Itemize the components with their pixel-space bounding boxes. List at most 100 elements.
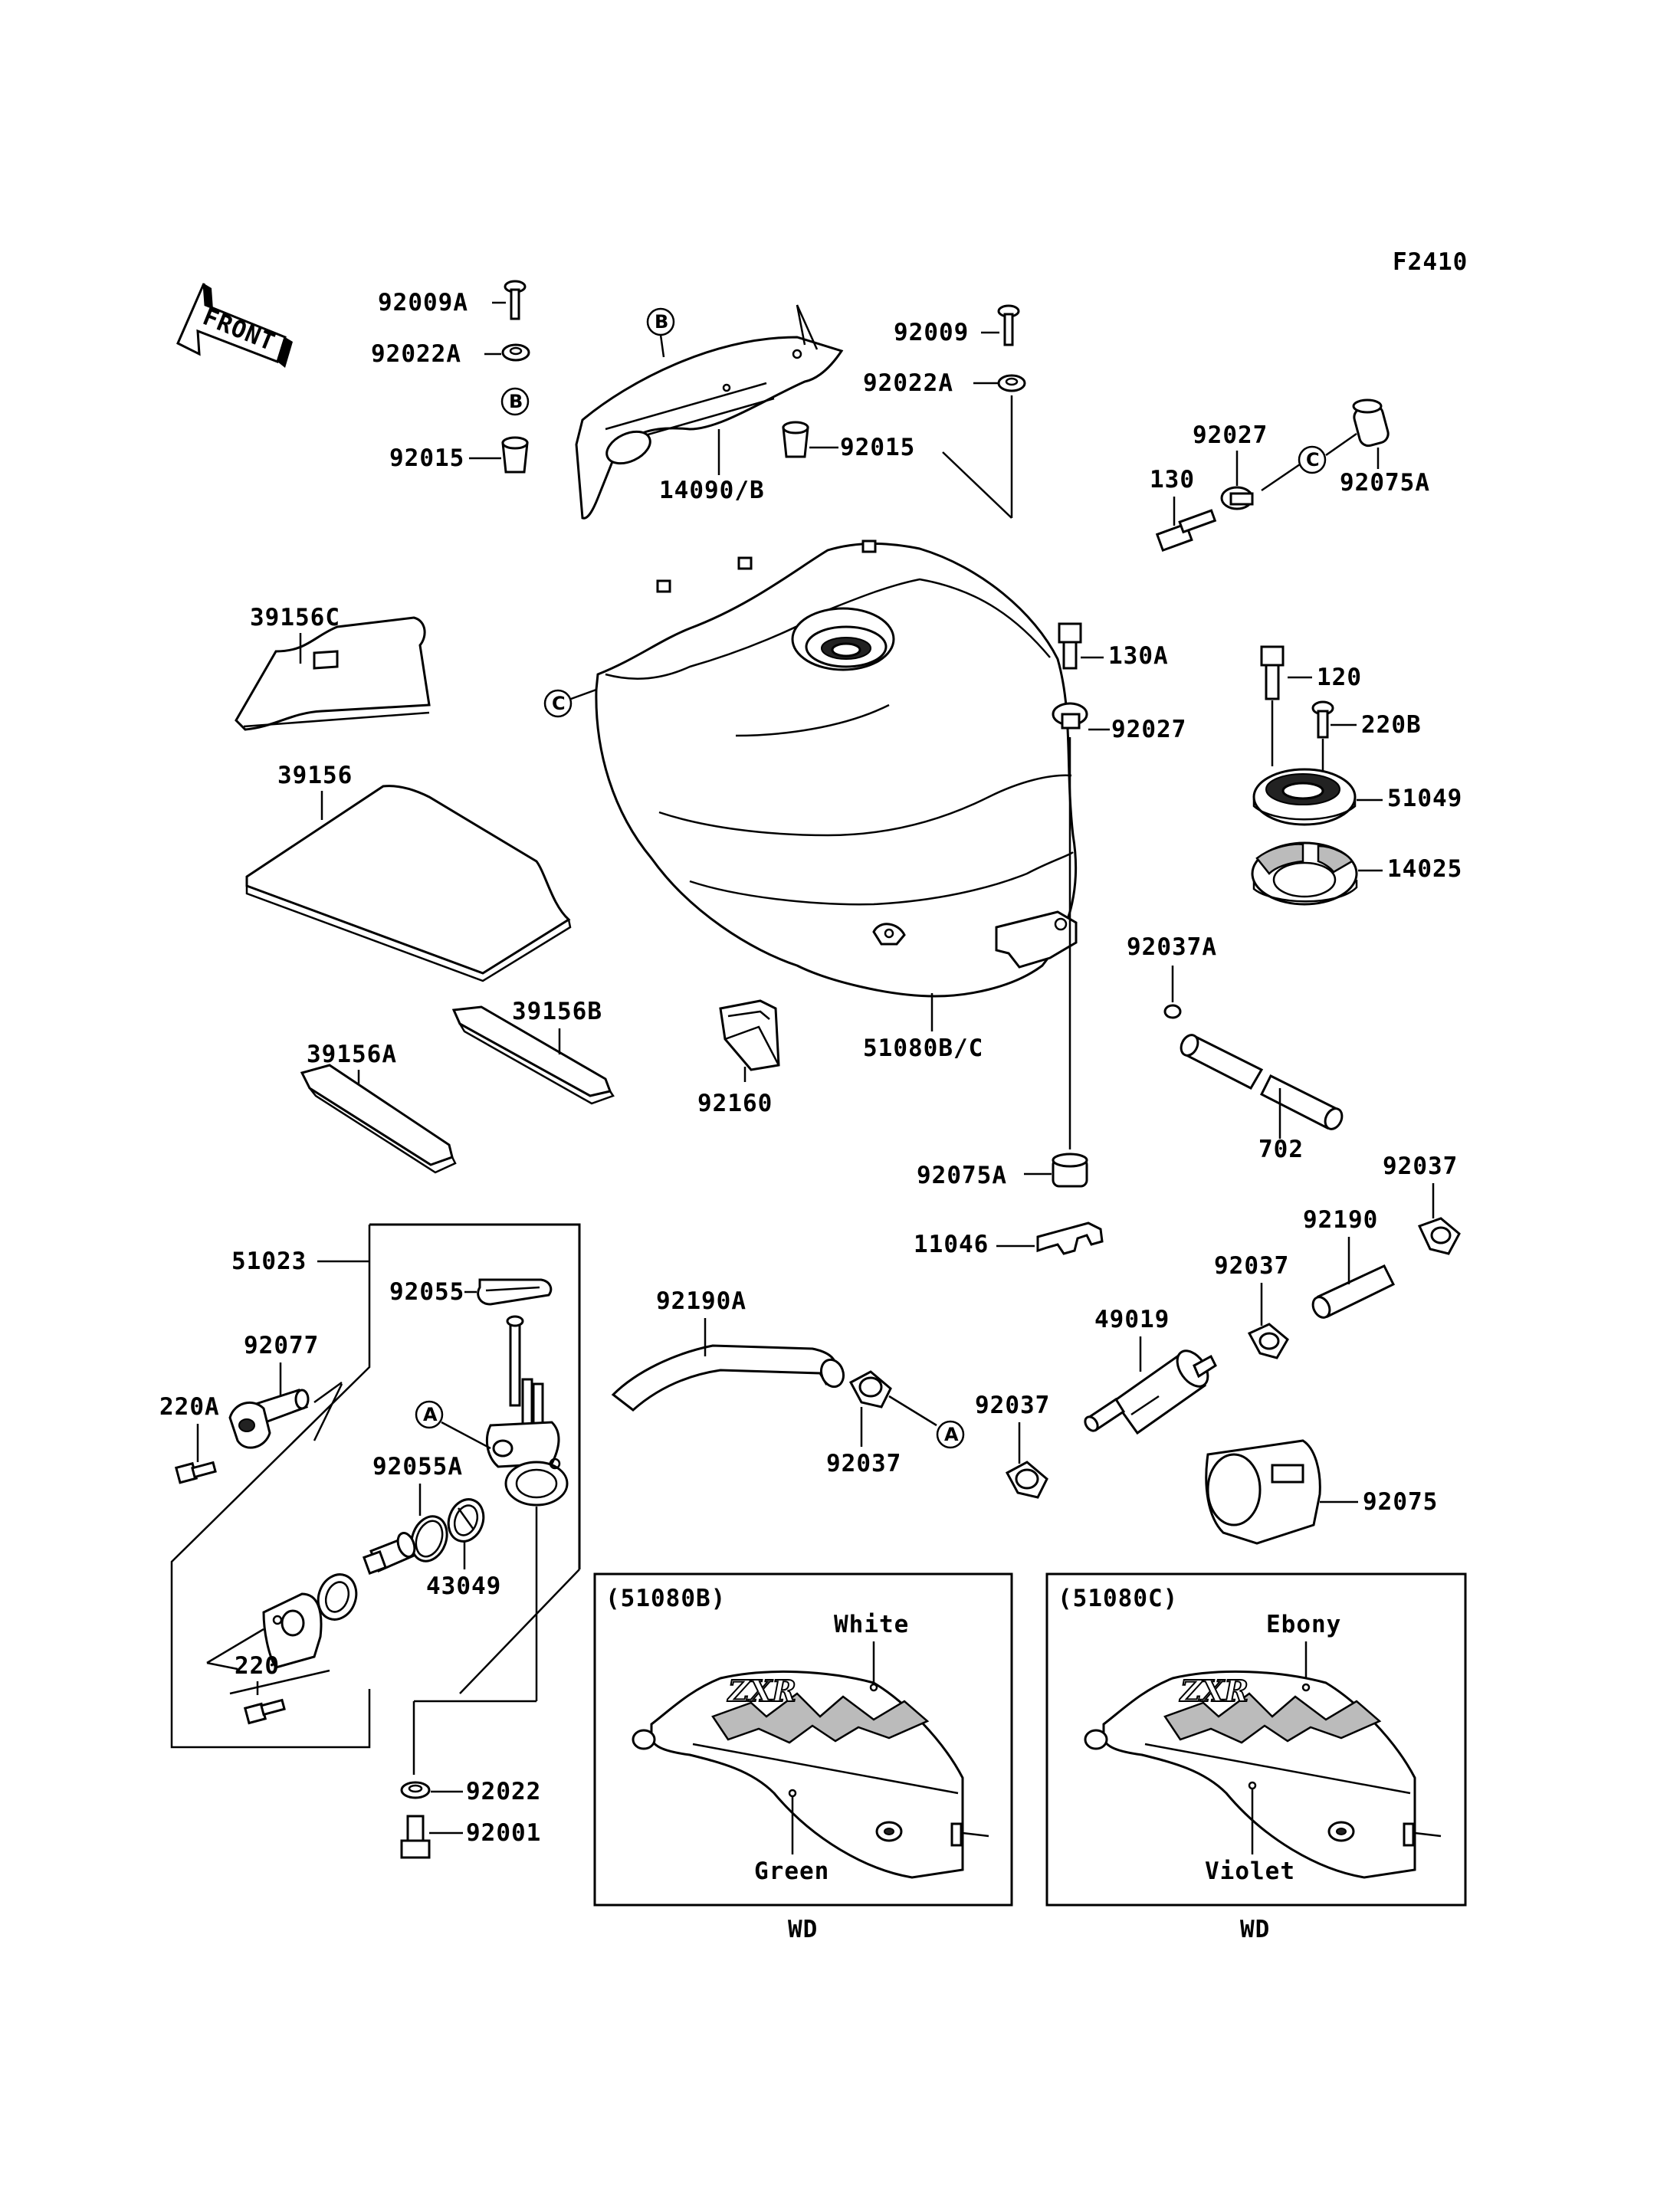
figure-code: F2410 bbox=[1393, 248, 1468, 276]
ref-c-label-tank: C bbox=[552, 693, 566, 714]
part-92037-clip-center bbox=[848, 1370, 892, 1408]
part-92055-gasket bbox=[477, 1278, 553, 1306]
part-92055A-oring bbox=[410, 1515, 448, 1562]
variant-box-51080C: (51080C) Ebony ZXR Violet bbox=[1045, 1572, 1467, 1907]
part-51049-cap bbox=[1252, 768, 1357, 826]
variant-market-51080B: WD bbox=[788, 1916, 818, 1943]
ref-a-label-hose: A bbox=[944, 1424, 959, 1445]
part-petcock-valve bbox=[362, 1532, 416, 1576]
part-92037-clip-middle bbox=[1247, 1323, 1289, 1359]
label-702: 702 bbox=[1258, 1136, 1304, 1163]
part-petcock-body bbox=[485, 1315, 569, 1507]
part-92190-hose bbox=[1311, 1264, 1396, 1319]
part-51080BC-fuel-tank bbox=[595, 539, 1078, 998]
label-220B: 220B bbox=[1361, 711, 1422, 739]
label-92022: 92022 bbox=[466, 1778, 541, 1805]
part-92015-grommet-right bbox=[782, 421, 809, 458]
part-92077-lever bbox=[228, 1389, 310, 1449]
label-39156B: 39156B bbox=[512, 998, 602, 1025]
label-49019: 49019 bbox=[1094, 1306, 1170, 1333]
part-92022A-collar-right bbox=[997, 374, 1026, 392]
part-130A-bolt bbox=[1058, 622, 1082, 670]
part-11046-bracket bbox=[1036, 1221, 1104, 1255]
part-petcock-plate bbox=[262, 1592, 323, 1669]
label-92190A: 92190A bbox=[656, 1287, 746, 1315]
label-130: 130 bbox=[1150, 466, 1195, 494]
variant-color-top-51080B: White bbox=[834, 1611, 909, 1638]
label-92037A: 92037A bbox=[1127, 933, 1217, 961]
label-92160: 92160 bbox=[697, 1090, 773, 1117]
label-92037-center: 92037 bbox=[826, 1450, 901, 1477]
ref-a-circle-petcock bbox=[415, 1400, 444, 1429]
label-92015-right: 92015 bbox=[840, 434, 915, 461]
part-220A-screw bbox=[174, 1461, 217, 1484]
label-92075A-top: 92075A bbox=[1340, 469, 1430, 497]
label-92022A-left: 92022A bbox=[371, 340, 461, 368]
label-92190: 92190 bbox=[1303, 1206, 1378, 1234]
variant-code-51080B: (51080B) bbox=[605, 1585, 726, 1612]
part-92001-bolt bbox=[400, 1815, 431, 1859]
variant-code-51080C: (51080C) bbox=[1058, 1585, 1178, 1612]
part-39156C-pad bbox=[235, 616, 431, 731]
label-220A: 220A bbox=[159, 1393, 220, 1421]
zxr-logo-51080C: ZXR bbox=[1179, 1674, 1249, 1708]
part-92037-clip-bottom bbox=[1005, 1461, 1048, 1499]
label-92075A-bottom: 92075A bbox=[917, 1162, 1007, 1189]
label-130A: 130A bbox=[1108, 642, 1169, 670]
part-43049-filter bbox=[447, 1498, 485, 1543]
label-92009: 92009 bbox=[894, 319, 969, 346]
label-92037-right: 92037 bbox=[1383, 1153, 1458, 1180]
ref-b-circle bbox=[500, 387, 530, 416]
label-120: 120 bbox=[1317, 664, 1362, 691]
variant-color-bottom-51080B: Green bbox=[754, 1858, 829, 1885]
label-39156C: 39156C bbox=[250, 604, 340, 631]
part-702-hose bbox=[1180, 1034, 1344, 1130]
part-92027-washer-top bbox=[1220, 486, 1254, 510]
label-92075: 92075 bbox=[1363, 1488, 1438, 1516]
label-92022A-right: 92022A bbox=[863, 369, 953, 397]
tank-side-graphic-51080B: ZXR bbox=[632, 1670, 989, 1879]
ref-c-label-top: C bbox=[1306, 449, 1320, 471]
variant-color-bottom-51080C: Violet bbox=[1205, 1858, 1295, 1885]
ref-b-label-cover: B bbox=[655, 311, 668, 333]
label-51023: 51023 bbox=[231, 1248, 307, 1275]
part-petcock-seal bbox=[317, 1573, 358, 1621]
part-92027-washer-mid bbox=[1052, 702, 1088, 730]
variant-box-51080B: (51080B) White ZXR Green bbox=[593, 1572, 1013, 1907]
part-14025-cap-ring bbox=[1251, 841, 1358, 906]
tank-side-graphic-51080C: ZXR bbox=[1084, 1670, 1442, 1879]
part-92037-clip-right bbox=[1417, 1217, 1461, 1255]
ref-a-label-petcock: A bbox=[423, 1404, 438, 1425]
part-39156-pad bbox=[245, 785, 572, 982]
part-92015-grommet-left bbox=[501, 436, 529, 474]
variant-color-top-51080C: Ebony bbox=[1266, 1611, 1341, 1638]
ref-b-label: B bbox=[509, 391, 523, 412]
label-14090B: 14090/B bbox=[659, 477, 765, 504]
part-92037A-clip bbox=[1163, 1004, 1182, 1019]
part-92009-bolt bbox=[997, 304, 1020, 346]
ref-c-circle-tank bbox=[543, 689, 573, 718]
label-92037-middle: 92037 bbox=[1214, 1252, 1289, 1280]
part-49019-fuel-filter bbox=[1084, 1349, 1217, 1435]
label-51049: 51049 bbox=[1387, 785, 1462, 812]
variant-market-51080C: WD bbox=[1240, 1916, 1270, 1943]
part-14090B-cover bbox=[575, 304, 844, 520]
label-39156A: 39156A bbox=[307, 1041, 397, 1068]
part-92075A-damper-bottom bbox=[1052, 1153, 1088, 1188]
label-43049: 43049 bbox=[426, 1572, 501, 1600]
part-130-bolt bbox=[1155, 509, 1217, 553]
label-92037-bottom: 92037 bbox=[975, 1392, 1050, 1419]
part-92022-washer bbox=[400, 1781, 431, 1799]
label-92015-left: 92015 bbox=[389, 444, 464, 472]
label-92055: 92055 bbox=[389, 1278, 464, 1306]
label-92027-top: 92027 bbox=[1193, 421, 1268, 449]
label-220: 220 bbox=[235, 1652, 280, 1680]
label-92027-mid: 92027 bbox=[1111, 716, 1186, 743]
label-39156: 39156 bbox=[277, 762, 353, 789]
part-39156B-pad bbox=[451, 1005, 615, 1105]
label-51080BC: 51080B/C bbox=[863, 1035, 983, 1062]
front-arrow-icon: FRONT bbox=[176, 283, 293, 368]
ref-c-circle-top bbox=[1298, 445, 1327, 474]
part-220B-screw bbox=[1311, 700, 1334, 739]
